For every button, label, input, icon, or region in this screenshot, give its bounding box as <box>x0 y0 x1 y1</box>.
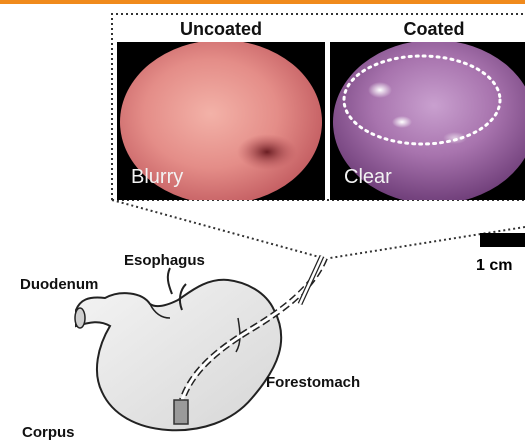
duodenum-end <box>75 308 85 328</box>
duodenum-label: Duodenum <box>20 276 98 293</box>
esophagus-label: Esophagus <box>124 252 205 269</box>
endoscope-tip <box>174 400 188 424</box>
esophagus-line-a <box>168 268 172 294</box>
corpus-label: Corpus <box>22 424 75 441</box>
forestomach-label: Forestomach <box>266 374 360 391</box>
